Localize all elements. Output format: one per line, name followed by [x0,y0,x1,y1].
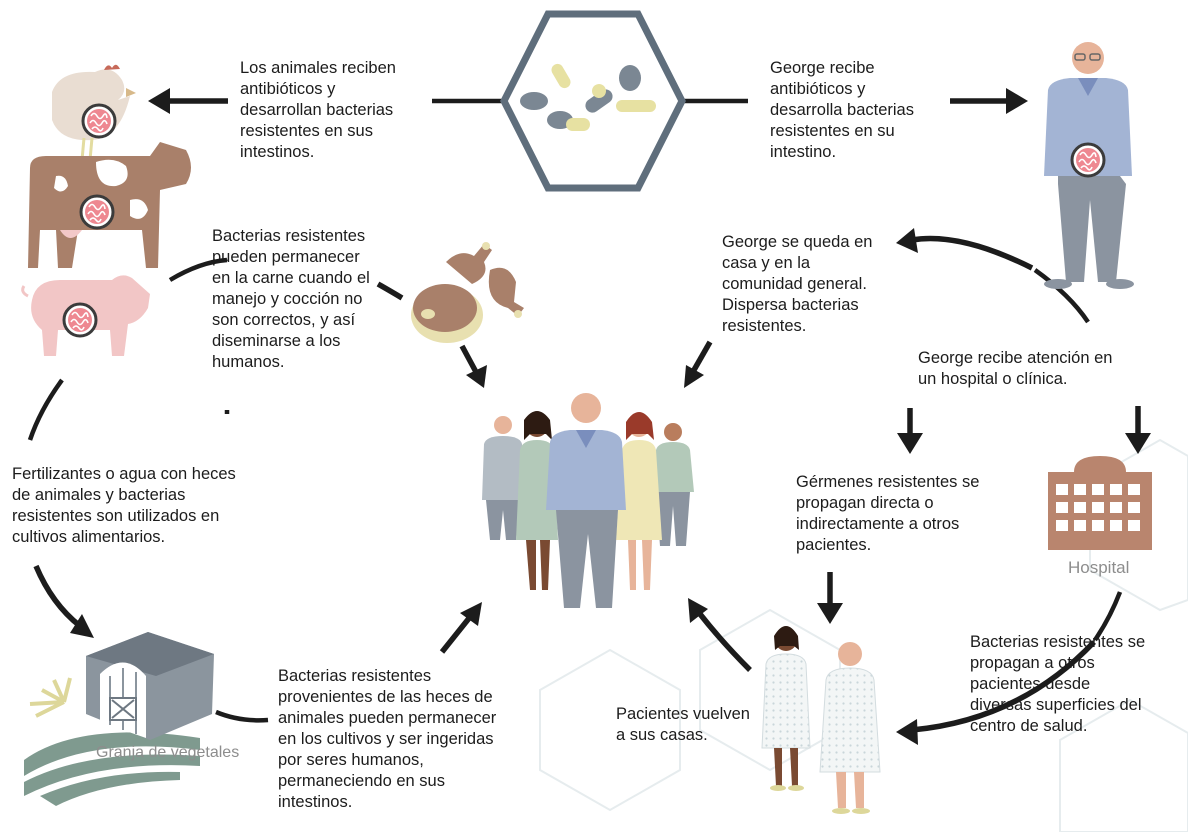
hospital-label: Hospital [1068,558,1130,577]
arrow-george-to-home [896,228,1034,271]
text-surfaces: Bacterias resistentes se propagan a otro… [970,633,1146,735]
crowd-figures [482,393,694,608]
text-animals-antibiotics: Los animales reciben antibióticos y desa… [240,59,396,161]
patients-figures [761,626,881,814]
farm-icon [24,632,214,806]
text-crops-bacteria: Bacterias resistentes provenientes de la… [278,667,497,811]
arrow-hospital-left [897,408,923,454]
hospital-icon [1048,456,1152,550]
text-fertilizer: Fertilizantes o agua con heces de animal… [12,465,236,546]
antibiotics-hexagon [500,10,686,192]
text-george-home: George se queda en casa y en la comunida… [722,233,873,335]
pills-icon [520,63,656,131]
arrow-patients-to-crowd [688,598,752,672]
arrow-meat-to-crowd [459,344,487,388]
cow-icon [28,142,191,268]
text-george-antibiotics: George recibe antibióticos y desarrolla … [770,59,914,161]
arrow-to-george [950,88,1028,114]
arrow-crops-to-crowd [439,602,482,654]
arrow-to-animals [148,88,228,114]
text-george-hospital: George recibe atención en un hospital o … [918,349,1113,388]
arrow-hospital-right [1125,406,1151,454]
arrow-home-to-crowd [684,340,713,388]
arrow-fertilizer-to-farm [33,564,94,638]
pig-icon [21,275,150,356]
george-figure [1044,42,1134,289]
flow-arrows [33,88,1151,745]
arrow-curve-to-meat [376,281,404,301]
sun-icon [29,677,72,718]
text-germs-spread: Gérmenes resistentes se propagan directa… [796,473,980,554]
arrow-surfaces-to-patients [896,640,1096,745]
meat-icon [411,242,524,343]
farm-label: Granja de vegetales [96,744,240,761]
text-patients-home: Pacientes vuelven a sus casas. [616,705,750,744]
arrow-germs-to-patients [817,572,843,624]
hen-icon [52,64,136,161]
connector-lines [27,98,1123,723]
text-meat-bacteria: Bacterias resistentes pueden permanecer … [212,227,370,371]
